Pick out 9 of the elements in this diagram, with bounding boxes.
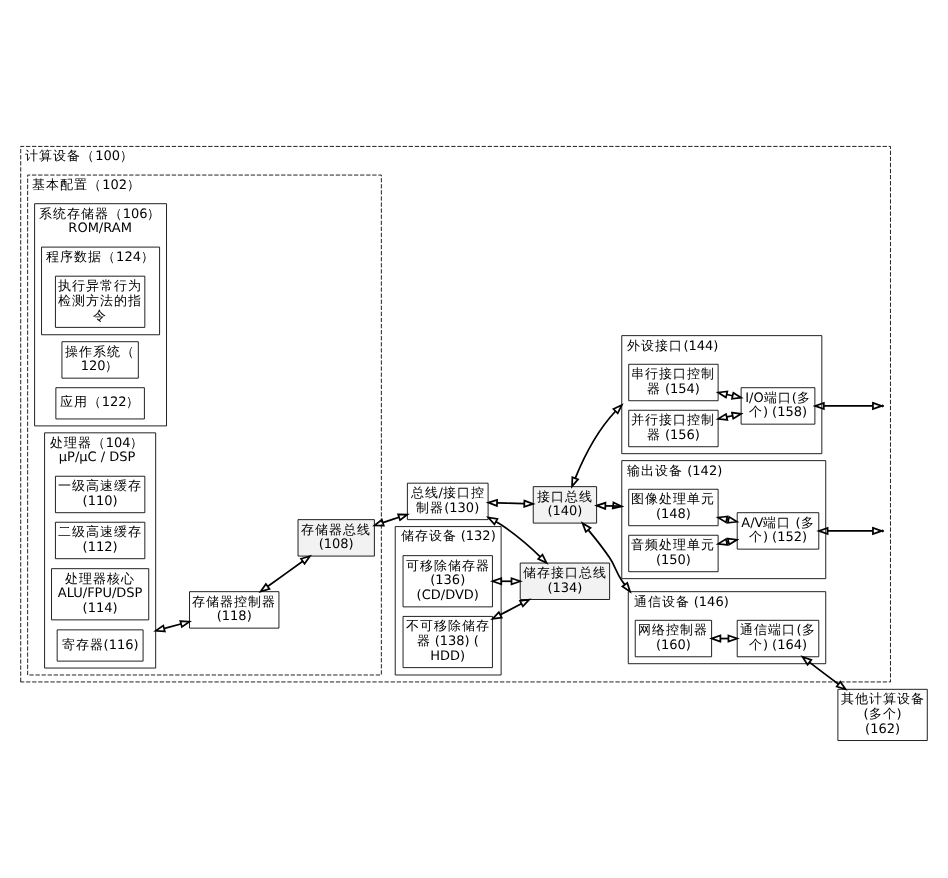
arrow bbox=[571, 402, 624, 488]
arrow bbox=[485, 497, 536, 507]
arrow bbox=[153, 619, 192, 632]
arrow bbox=[258, 553, 312, 593]
arrow bbox=[490, 597, 532, 620]
arrow bbox=[800, 654, 848, 690]
arrow bbox=[489, 576, 523, 585]
arrow bbox=[486, 515, 549, 564]
arrow bbox=[580, 520, 632, 593]
